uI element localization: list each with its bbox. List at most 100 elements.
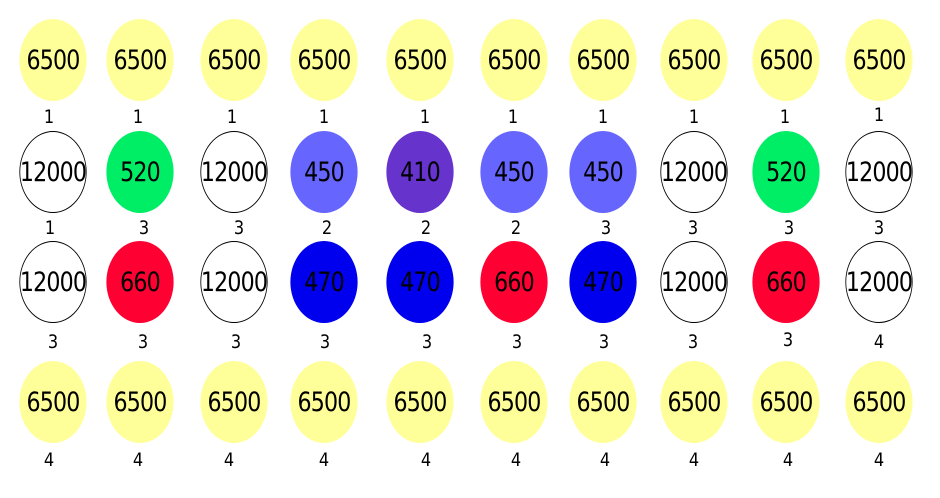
- led-wavelength-label: 6500: [297, 44, 351, 76]
- led-wavelength-label: 6500: [113, 386, 167, 418]
- led-group-number: 4: [420, 449, 432, 471]
- led-group-number: 1: [507, 106, 519, 128]
- led-circle: 12000: [19, 131, 87, 213]
- led-circle: 6500: [660, 19, 728, 101]
- led-circle: 12000: [845, 241, 913, 323]
- led-wavelength-label: 6500: [576, 44, 630, 76]
- led-group-number: 3: [511, 331, 523, 353]
- led-group-number: 1: [44, 217, 56, 239]
- led-group-number: 3: [783, 217, 795, 239]
- led-wavelength-label: 12000: [200, 156, 268, 188]
- led-wavelength-label: 660: [494, 266, 535, 298]
- led-wavelength-label: 470: [583, 266, 624, 298]
- led-circle: 12000: [200, 131, 268, 213]
- led-circle: 6500: [480, 19, 548, 101]
- led-wavelength-label: 6500: [297, 386, 351, 418]
- led-group-number: 4: [782, 449, 794, 471]
- led-group-number: 3: [598, 331, 610, 353]
- led-circle: 6500: [386, 361, 454, 443]
- led-wavelength-label: 470: [304, 266, 345, 298]
- led-circle: 12000: [19, 241, 87, 323]
- led-circle: 12000: [660, 131, 728, 213]
- led-circle: 6500: [752, 19, 820, 101]
- led-wavelength-label: 12000: [660, 266, 728, 298]
- led-circle: 520: [106, 131, 174, 213]
- led-wavelength-label: 6500: [576, 386, 630, 418]
- led-wavelength-label: 6500: [759, 44, 813, 76]
- led-circle: 6500: [845, 19, 913, 101]
- led-circle: 6500: [290, 361, 358, 443]
- led-group-number: 1: [132, 106, 144, 128]
- led-wavelength-label: 450: [583, 156, 624, 188]
- led-circle: 410: [386, 131, 454, 213]
- led-group-number: 2: [420, 217, 432, 239]
- led-group-number: 1: [419, 106, 431, 128]
- led-circle: 6500: [106, 19, 174, 101]
- led-circle: 470: [290, 241, 358, 323]
- led-group-number: 4: [599, 449, 611, 471]
- led-group-number: 2: [510, 217, 522, 239]
- led-wavelength-label: 520: [766, 156, 807, 188]
- led-group-number: 1: [43, 106, 55, 128]
- led-wavelength-label: 660: [120, 266, 161, 298]
- led-wavelength-label: 470: [400, 266, 441, 298]
- led-wavelength-label: 6500: [667, 386, 721, 418]
- led-group-number: 3: [137, 331, 149, 353]
- led-circle: 660: [106, 241, 174, 323]
- led-wavelength-label: 450: [304, 156, 345, 188]
- led-group-number: 1: [597, 106, 609, 128]
- led-group-number: 4: [510, 449, 522, 471]
- led-group-number: 3: [782, 329, 794, 351]
- led-wavelength-label: 6500: [207, 386, 261, 418]
- led-circle: 450: [480, 131, 548, 213]
- led-group-number: 3: [230, 331, 242, 353]
- led-wavelength-label: 660: [766, 266, 807, 298]
- led-wavelength-label: 6500: [852, 44, 906, 76]
- led-wavelength-label: 12000: [19, 266, 87, 298]
- led-group-number: 2: [321, 217, 333, 239]
- led-group-number: 3: [873, 217, 885, 239]
- led-circle: 470: [386, 241, 454, 323]
- led-wavelength-label: 12000: [19, 156, 87, 188]
- led-group-number: 3: [319, 331, 331, 353]
- led-circle: 6500: [19, 19, 87, 101]
- led-circle: 12000: [660, 241, 728, 323]
- led-wavelength-label: 410: [400, 156, 441, 188]
- led-group-number: 1: [873, 104, 885, 126]
- led-group-number: 3: [687, 217, 699, 239]
- led-circle: 6500: [19, 361, 87, 443]
- led-circle: 6500: [106, 361, 174, 443]
- led-circle: 470: [569, 241, 637, 323]
- led-circle: 6500: [290, 19, 358, 101]
- led-circle: 520: [752, 131, 820, 213]
- led-wavelength-label: 6500: [759, 386, 813, 418]
- led-wavelength-label: 12000: [200, 266, 268, 298]
- led-wavelength-label: 6500: [113, 44, 167, 76]
- led-circle: 6500: [480, 361, 548, 443]
- led-wavelength-label: 6500: [393, 44, 447, 76]
- led-group-number: 4: [132, 449, 144, 471]
- led-wavelength-label: 6500: [487, 386, 541, 418]
- led-circle: 6500: [660, 361, 728, 443]
- led-circle: 660: [480, 241, 548, 323]
- led-circle: 450: [569, 131, 637, 213]
- led-circle: 6500: [386, 19, 454, 101]
- led-wavelength-label: 520: [120, 156, 161, 188]
- led-group-number: 1: [318, 106, 330, 128]
- led-wavelength-label: 12000: [845, 156, 913, 188]
- led-circle: 450: [290, 131, 358, 213]
- led-wavelength-label: 12000: [845, 266, 913, 298]
- led-circle: 12000: [200, 241, 268, 323]
- led-group-number: 4: [43, 449, 55, 471]
- led-wavelength-label: 12000: [660, 156, 728, 188]
- led-group-number: 3: [421, 331, 433, 353]
- led-circle: 6500: [569, 361, 637, 443]
- led-group-number: 3: [687, 331, 699, 353]
- led-wavelength-label: 6500: [852, 386, 906, 418]
- led-group-number: 4: [873, 449, 885, 471]
- led-group-number: 4: [223, 449, 235, 471]
- led-group-number: 3: [138, 217, 150, 239]
- led-circle: 660: [752, 241, 820, 323]
- led-circle: 6500: [569, 19, 637, 101]
